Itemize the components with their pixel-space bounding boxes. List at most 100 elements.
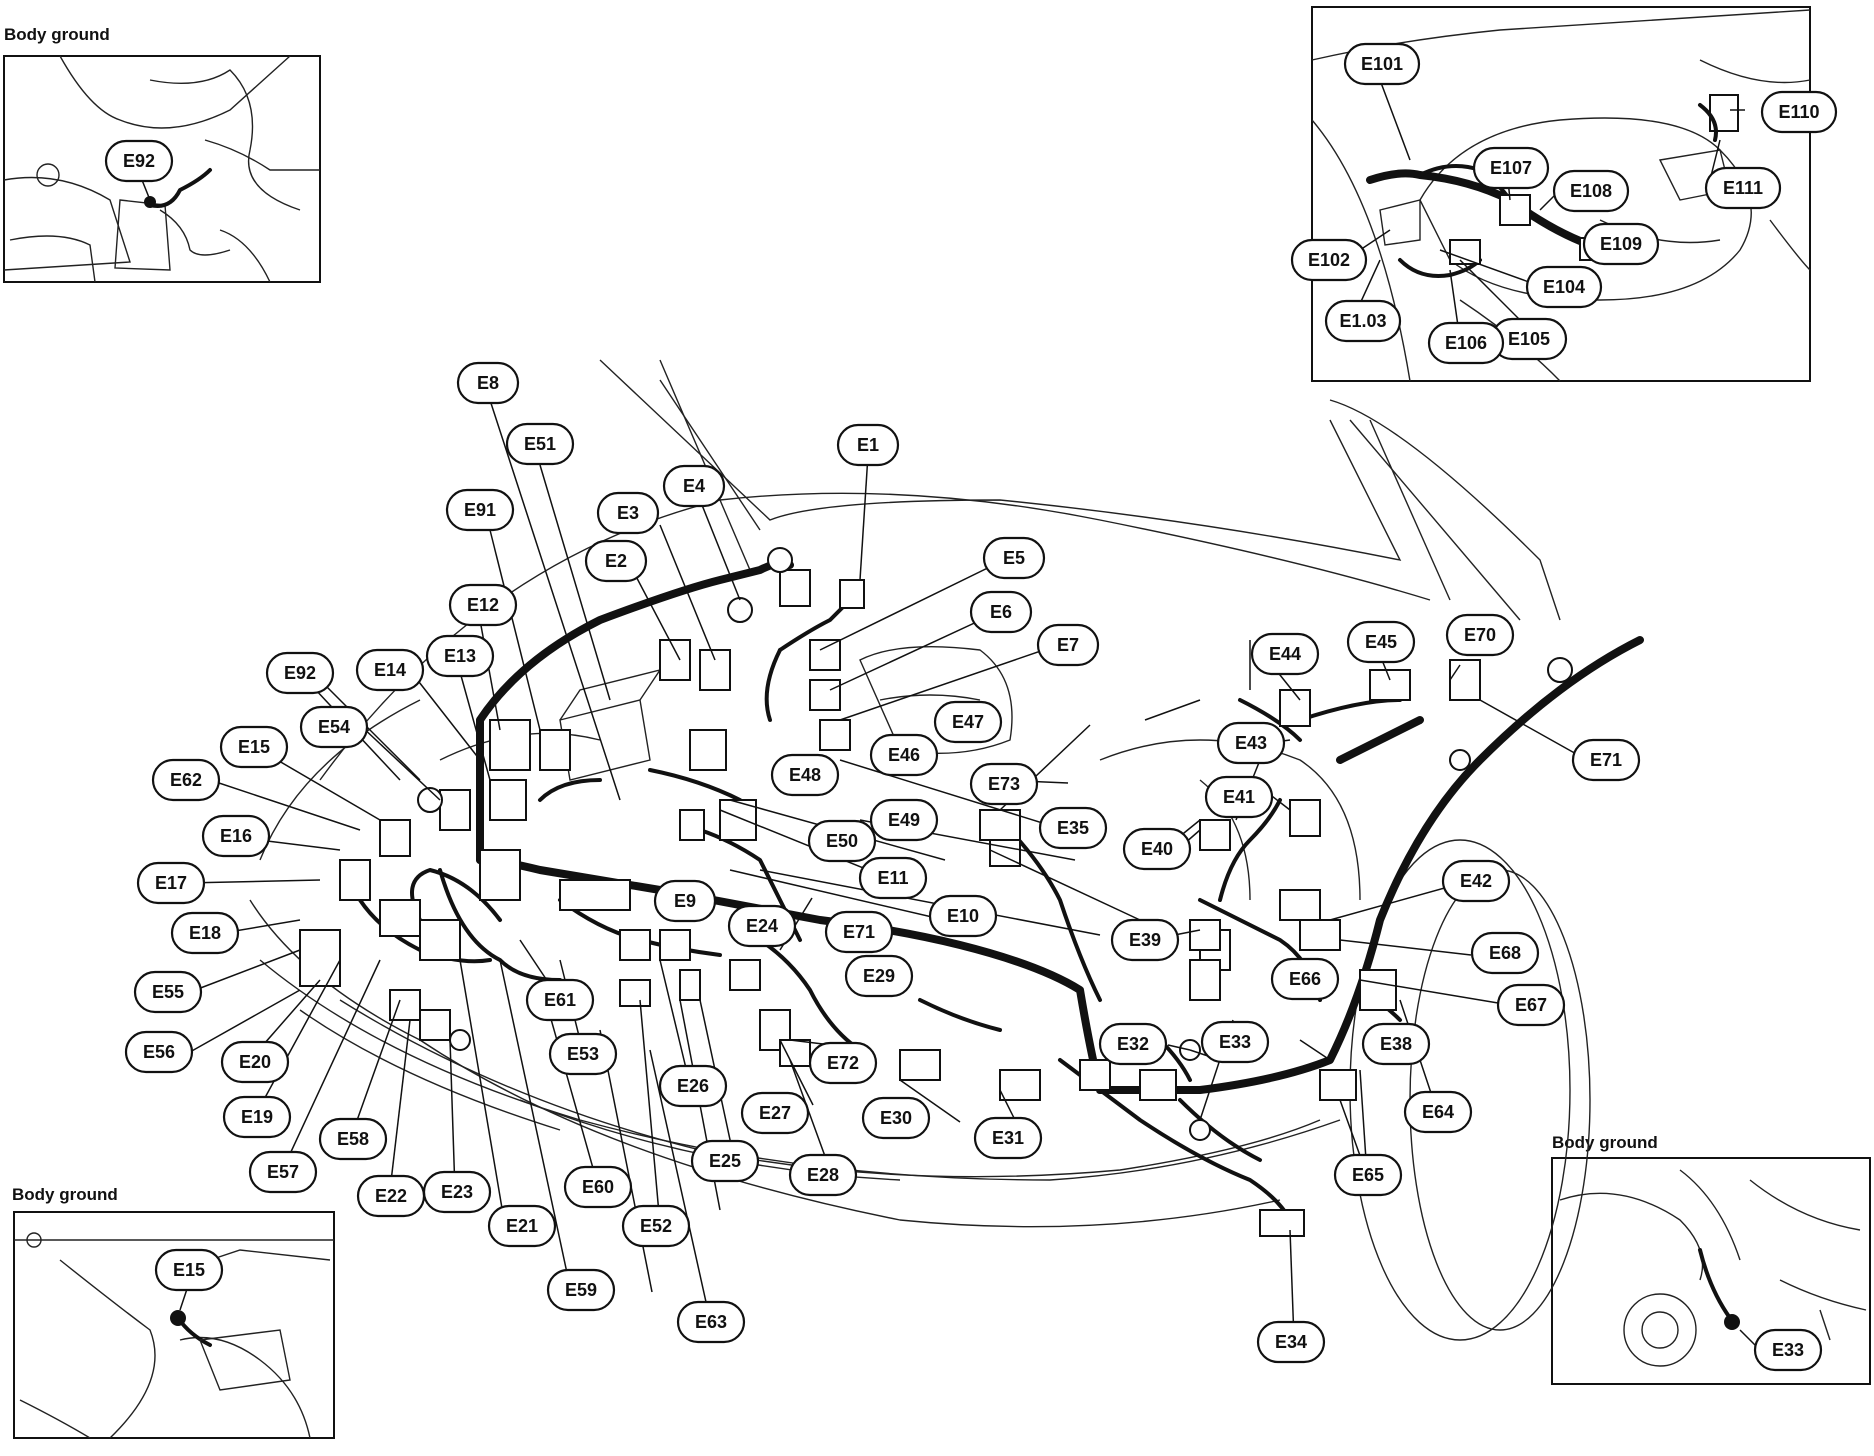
- svg-text:E48: E48: [789, 765, 821, 785]
- label-e17: E17: [136, 861, 206, 905]
- svg-text:E105: E105: [1508, 329, 1550, 349]
- label-e40: E40: [1122, 827, 1192, 871]
- svg-text:E64: E64: [1422, 1102, 1454, 1122]
- label-e11: E11: [858, 856, 928, 900]
- svg-text:E14: E14: [374, 660, 406, 680]
- label-e102: E102: [1290, 238, 1368, 282]
- svg-text:E108: E108: [1570, 181, 1612, 201]
- label-e65: E65: [1333, 1153, 1403, 1197]
- svg-text:E35: E35: [1057, 818, 1089, 838]
- label-e38: E38: [1361, 1022, 1431, 1066]
- svg-text:E72: E72: [827, 1053, 859, 1073]
- label-e20: E20: [220, 1040, 290, 1084]
- label-e30: E30: [861, 1096, 931, 1140]
- label-e58: E58: [318, 1117, 388, 1161]
- label-e110: E110: [1760, 90, 1838, 134]
- label-e73: E73: [969, 762, 1039, 806]
- label-e2: E2: [584, 539, 648, 583]
- label-e71-left: E71: [824, 910, 894, 954]
- label-e67: E67: [1496, 983, 1566, 1027]
- label-e56: E56: [124, 1030, 194, 1074]
- label-e26: E26: [658, 1064, 728, 1108]
- svg-text:E10: E10: [947, 906, 979, 926]
- label-e92: E92: [265, 651, 335, 695]
- label-e27: E27: [740, 1091, 810, 1135]
- svg-text:E2: E2: [605, 551, 627, 571]
- label-e19: E19: [222, 1095, 292, 1139]
- label-e4: E4: [662, 464, 726, 508]
- label-e12: E12: [448, 583, 518, 627]
- label-e91: E91: [445, 488, 515, 532]
- svg-text:E106: E106: [1445, 333, 1487, 353]
- svg-text:E54: E54: [318, 717, 350, 737]
- svg-text:E3: E3: [617, 503, 639, 523]
- label-e15: E15: [219, 725, 289, 769]
- svg-text:E56: E56: [143, 1042, 175, 1062]
- label-e50: E50: [807, 819, 877, 863]
- label-e60: E60: [563, 1165, 633, 1209]
- svg-text:E38: E38: [1380, 1034, 1412, 1054]
- svg-text:E34: E34: [1275, 1332, 1307, 1352]
- svg-text:E66: E66: [1289, 969, 1321, 989]
- svg-text:E52: E52: [640, 1216, 672, 1236]
- label-e33-inset: E33: [1753, 1328, 1823, 1372]
- svg-text:E33: E33: [1219, 1032, 1251, 1052]
- inset-top-left-caption: Body ground: [4, 25, 110, 44]
- svg-text:E7: E7: [1057, 635, 1079, 655]
- label-e45: E45: [1346, 620, 1416, 664]
- label-e107: E107: [1472, 146, 1550, 190]
- svg-text:E21: E21: [506, 1216, 538, 1236]
- svg-text:E17: E17: [155, 873, 187, 893]
- label-e25: E25: [690, 1139, 760, 1183]
- svg-text:E13: E13: [444, 646, 476, 666]
- inset-bottom-right-caption: Body ground: [1552, 1133, 1658, 1152]
- label-e49: E49: [869, 798, 939, 842]
- svg-text:E46: E46: [888, 745, 920, 765]
- svg-text:E57: E57: [267, 1162, 299, 1182]
- svg-text:E33: E33: [1772, 1340, 1804, 1360]
- svg-text:E28: E28: [807, 1165, 839, 1185]
- svg-text:E110: E110: [1778, 102, 1819, 122]
- svg-text:E44: E44: [1269, 644, 1301, 664]
- label-e55: E55: [133, 970, 203, 1014]
- svg-text:E68: E68: [1489, 943, 1521, 963]
- label-e34: E34: [1256, 1320, 1326, 1364]
- label-e68: E68: [1470, 931, 1540, 975]
- label-e14: E14: [355, 648, 425, 692]
- svg-text:E51: E51: [524, 434, 556, 454]
- svg-text:E30: E30: [880, 1108, 912, 1128]
- svg-text:E67: E67: [1515, 995, 1547, 1015]
- svg-text:E5: E5: [1003, 548, 1025, 568]
- label-e48: E48: [770, 753, 840, 797]
- label-e62: E62: [151, 758, 221, 802]
- svg-text:E18: E18: [189, 923, 221, 943]
- svg-text:E92: E92: [284, 663, 316, 683]
- label-e52: E52: [621, 1204, 691, 1248]
- label-e33: E33: [1200, 1020, 1270, 1064]
- label-e10: E10: [928, 894, 998, 938]
- svg-text:E71: E71: [843, 922, 875, 942]
- label-e6: E6: [969, 590, 1033, 634]
- svg-text:E50: E50: [826, 831, 858, 851]
- svg-text:E53: E53: [567, 1044, 599, 1064]
- label-e54: E54: [299, 705, 369, 749]
- svg-text:E101: E101: [1361, 54, 1403, 74]
- svg-text:E111: E111: [1723, 178, 1763, 198]
- inset-bottom-right: Body ground: [1551, 1133, 1871, 1385]
- svg-text:E41: E41: [1223, 787, 1255, 807]
- label-e28: E28: [788, 1153, 858, 1197]
- svg-text:E62: E62: [170, 770, 202, 790]
- label-e3: E3: [596, 491, 660, 535]
- svg-text:E20: E20: [239, 1052, 271, 1072]
- label-e7: E7: [1036, 623, 1100, 667]
- label-e43: E43: [1216, 721, 1286, 765]
- svg-text:E29: E29: [863, 966, 895, 986]
- label-e13: E13: [425, 634, 495, 678]
- label-e44: E44: [1250, 632, 1320, 676]
- label-e63: E63: [676, 1300, 746, 1344]
- svg-text:E61: E61: [544, 990, 576, 1010]
- svg-text:E31: E31: [992, 1128, 1024, 1148]
- svg-text:E27: E27: [759, 1103, 791, 1123]
- svg-text:E23: E23: [441, 1182, 473, 1202]
- label-e24: E24: [727, 904, 797, 948]
